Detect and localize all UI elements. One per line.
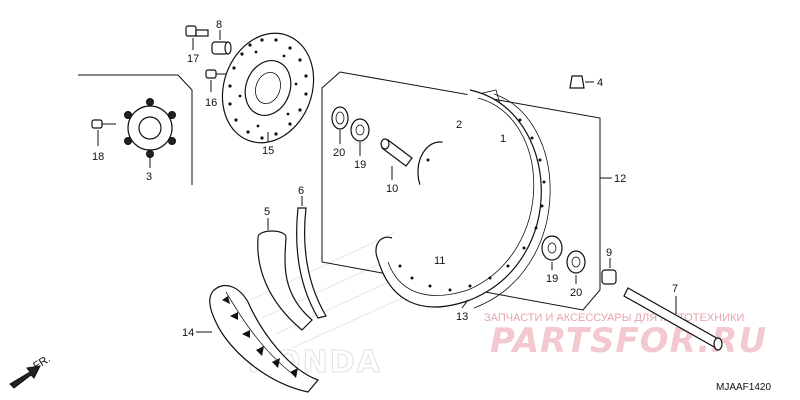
callout-8: 8	[216, 19, 222, 31]
bolt-part-16	[205, 69, 226, 79]
wheel-assembly-bracket	[321, 71, 601, 311]
bearing-part-19-upper	[350, 118, 370, 142]
callout-17: 17	[187, 53, 199, 65]
diagram-code: MJAAF1420	[716, 382, 771, 393]
callout-11: 11	[434, 255, 445, 267]
callout-1: 1	[500, 133, 506, 145]
bolt-part-17	[185, 25, 209, 37]
bearing-part-19-lower	[541, 235, 563, 261]
callout-19-lower: 19	[546, 273, 558, 285]
collar-part-8	[211, 41, 232, 55]
callout-15: 15	[262, 145, 274, 157]
spacer-part-10	[380, 138, 413, 167]
callout-16: 16	[205, 97, 217, 109]
rim-band-part-6	[296, 207, 327, 319]
hub-flange-part-3	[124, 98, 176, 158]
callout-2: 2	[456, 119, 462, 131]
callout-13: 13	[456, 311, 468, 323]
callout-9: 9	[606, 247, 612, 259]
axle-part-7	[623, 287, 723, 351]
dust-seal-part-20-lower	[566, 250, 586, 274]
brake-disc-part-15	[221, 32, 315, 144]
callout-20-upper: 20	[333, 147, 345, 159]
callout-14: 14	[182, 327, 194, 339]
hub-group-bracket	[78, 74, 193, 185]
callout-4: 4	[597, 77, 603, 89]
dust-seal-part-20-upper	[331, 106, 349, 130]
callout-5: 5	[264, 206, 270, 218]
callout-6: 6	[298, 185, 304, 197]
front-direction-arrow: FR.	[9, 353, 53, 389]
callout-20-lower: 20	[570, 287, 582, 299]
tire-part-14	[209, 285, 320, 393]
callout-19-upper: 19	[354, 159, 366, 171]
callout-10: 10	[386, 183, 398, 195]
collar-part-9	[601, 269, 617, 285]
callout-18: 18	[92, 151, 104, 163]
watermark-brand: PARTSFOR.RU	[490, 321, 767, 361]
callout-3: 3	[146, 171, 152, 183]
callout-7: 7	[672, 283, 678, 295]
callout-12: 12	[614, 173, 626, 185]
valve-cap-part-4	[569, 75, 585, 89]
bolt-part-18	[91, 119, 116, 129]
inner-tube-part-5	[257, 230, 313, 331]
watermark: ЗАПЧАСТИ И АКСЕССУАРЫ ДЛЯ МОТОТЕХНИКИ PA…	[484, 312, 767, 361]
wheel-rim-part-13	[375, 89, 551, 309]
